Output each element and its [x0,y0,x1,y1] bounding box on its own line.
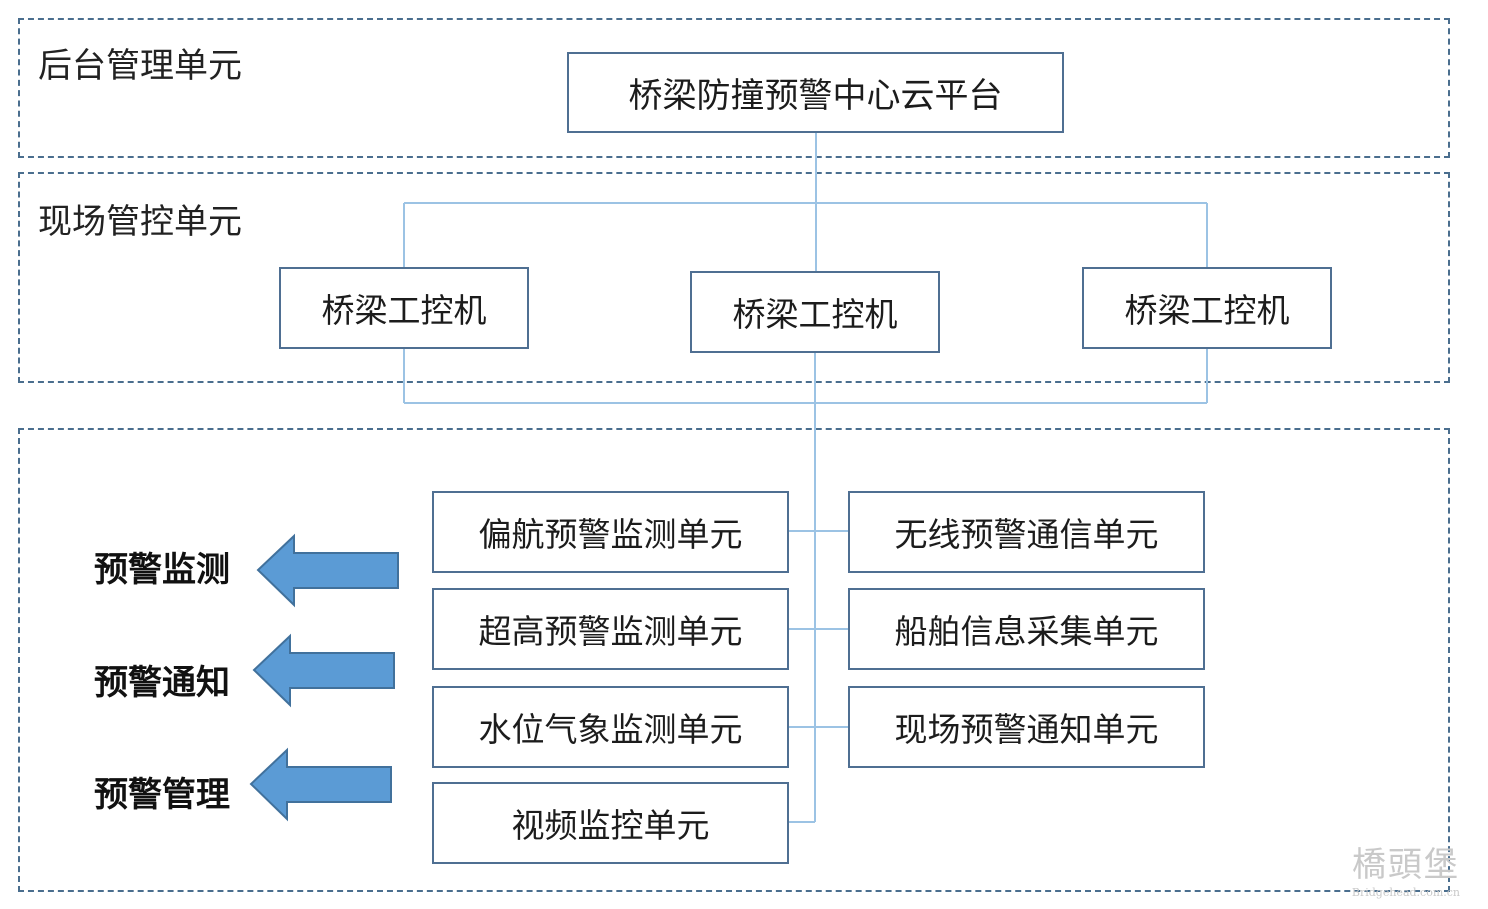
field-zone [18,428,1450,892]
controller-box-right: 桥梁工控机 [1082,267,1332,349]
unit-water-weather: 水位气象监测单元 [432,686,789,768]
arrow-left-icon [256,533,399,608]
site-zone-label: 现场管控单元 [38,202,242,242]
function-label-monitor: 预警监测 [94,550,230,590]
backend-zone [18,18,1450,158]
arrow-left-icon [249,747,392,822]
unit-wireless-comm: 无线预警通信单元 [848,491,1205,573]
unit-ship-info: 船舶信息采集单元 [848,588,1205,670]
watermark-url: Bridgehead.com.cn [1351,886,1460,899]
function-label-manage: 预警管理 [94,775,230,815]
unit-yaw-warning: 偏航预警监测单元 [432,491,789,573]
unit-site-notify: 现场预警通知单元 [848,686,1205,768]
watermark: 橋頭堡 Bridgehead.com.cn [1352,837,1460,899]
site-zone [18,172,1450,383]
unit-overheight-warning: 超高预警监测单元 [432,588,789,670]
controller-box-middle: 桥梁工控机 [690,271,940,353]
arrow-left-icon [252,633,395,708]
watermark-text: 橋頭堡 [1351,845,1460,885]
function-label-notify: 预警通知 [94,663,230,703]
unit-video-monitor: 视频监控单元 [432,782,789,864]
cloud-platform-box: 桥梁防撞预警中心云平台 [567,52,1064,133]
backend-zone-label: 后台管理单元 [38,46,242,86]
controller-box-left: 桥梁工控机 [279,267,529,349]
